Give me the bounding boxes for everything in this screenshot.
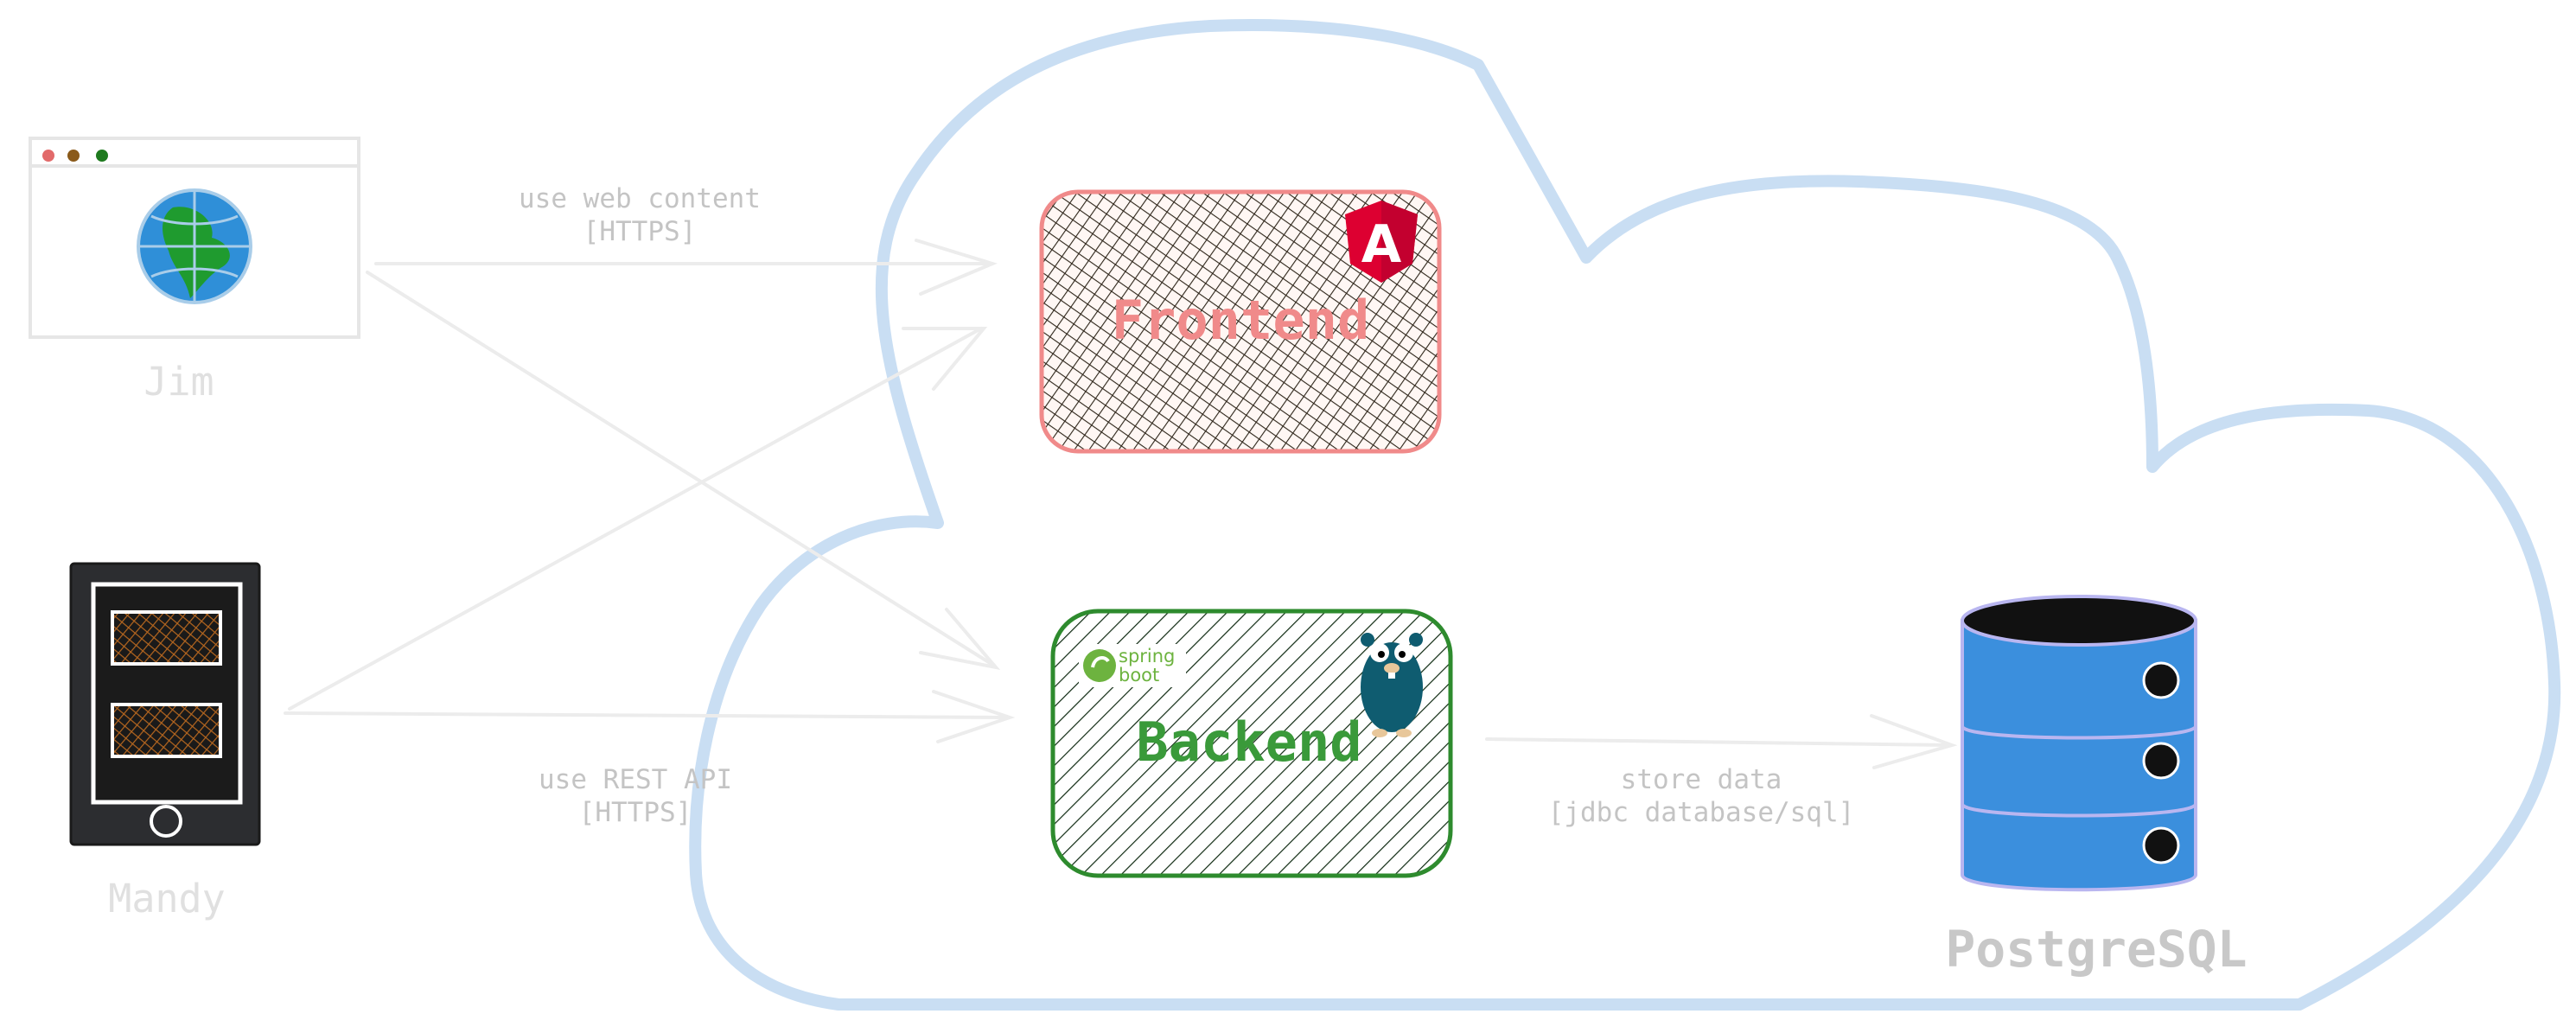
go-gopher-icon xyxy=(1361,633,1423,737)
spring-logo-text-bottom: boot xyxy=(1119,665,1159,685)
relation-label-line2: [HTTPS] xyxy=(583,216,697,247)
relation-label-store: store data [jdbc database/sql] xyxy=(1548,764,1855,828)
browser-globe-icon xyxy=(29,137,360,339)
container-name: Frontend xyxy=(1112,289,1370,352)
angular-logo-letter: A xyxy=(1361,214,1402,275)
arrow-jim-to-backend xyxy=(366,271,1001,671)
actor-mandy: Mandy xyxy=(69,562,261,921)
spring-boot-logo-icon: spring boot xyxy=(1079,644,1186,687)
relation-label-rest: use REST API [HTTPS] xyxy=(539,764,732,828)
container-postgresql: PostgreSQL xyxy=(1945,595,2248,979)
container-backend: spring boot Backend xyxy=(1050,609,1453,878)
container-name: PostgreSQL xyxy=(1945,920,2247,979)
relation-label-line2: [HTTPS] xyxy=(579,797,692,828)
database-cylinder-icon xyxy=(1961,595,2197,892)
spring-logo-text-top: spring xyxy=(1119,646,1175,666)
relation-label-line1: use REST API xyxy=(539,764,732,795)
relation-label-web: use web content [HTTPS] xyxy=(519,183,761,247)
arrow-jim-to-frontend xyxy=(374,239,998,296)
arrow-mandy-to-frontend xyxy=(288,327,988,711)
actor-jim: Jim xyxy=(29,137,360,405)
mobile-phone-icon xyxy=(69,562,261,846)
container-frontend: A Frontend xyxy=(1039,189,1442,454)
angular-logo-icon: A xyxy=(1345,201,1418,283)
container-name: Backend xyxy=(1136,711,1361,774)
cloud-boundary xyxy=(689,19,2561,1011)
relation-label-line1: store data xyxy=(1621,764,1782,795)
actor-name: Jim xyxy=(143,359,214,405)
arrow-mandy-to-backend xyxy=(284,690,1016,743)
relation-label-line2: [jdbc database/sql] xyxy=(1548,797,1855,828)
arrow-backend-to-postgresql xyxy=(1485,714,1958,769)
actor-name: Mandy xyxy=(108,876,225,921)
relation-arrows xyxy=(284,239,1958,769)
relation-label-line1: use web content xyxy=(519,183,761,214)
